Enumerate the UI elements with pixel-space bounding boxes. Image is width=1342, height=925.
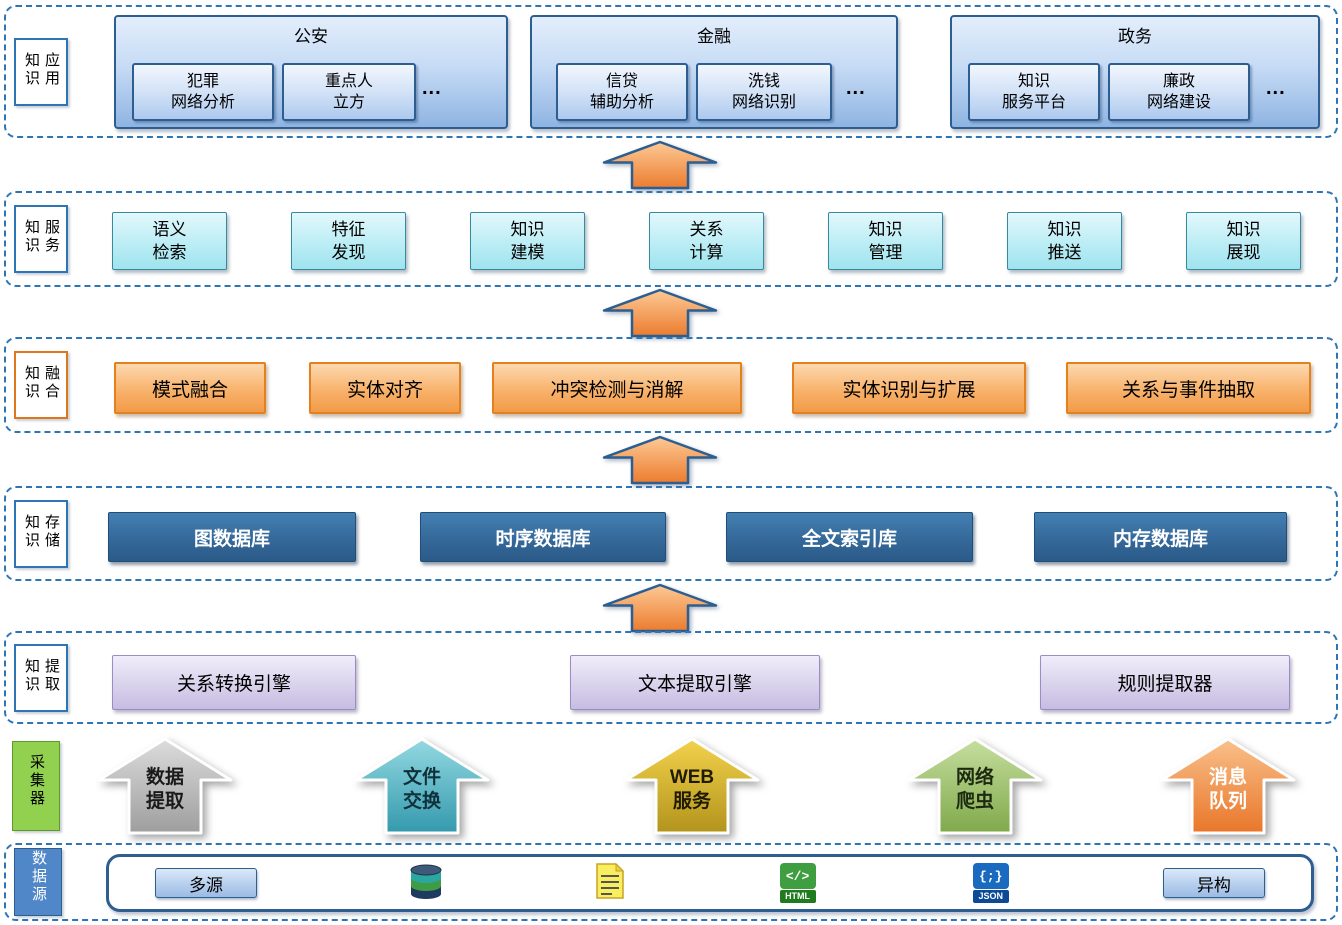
app-group-public-security: 公安 犯罪 网络分析 重点人 立方 ... [114, 15, 508, 129]
service-box: 特征 发现 [291, 212, 406, 270]
fusion-box: 实体对齐 [309, 362, 461, 414]
app-item: 犯罪 网络分析 [132, 63, 274, 121]
collector-arrow-label: WEB 服务 [669, 767, 715, 812]
fusion-box: 冲突检测与消解 [492, 362, 742, 414]
app-item: 洗钱 网络识别 [696, 63, 832, 121]
fusion-box: 模式融合 [114, 362, 266, 414]
ellipsis: ... [846, 77, 866, 99]
layer-extraction: 知识提取 关系转换引擎 文本提取引擎 规则提取器 [4, 631, 1338, 724]
layer-label-text: 知识应用 [23, 51, 60, 88]
layer-label-extraction: 知识提取 [14, 643, 68, 712]
service-box: 知识 推送 [1007, 212, 1122, 270]
layer-label-fusion: 知识融合 [14, 351, 68, 419]
ellipsis: ... [422, 77, 442, 99]
layer-label-storage: 知识存储 [14, 499, 68, 568]
up-arrow-icon [600, 435, 720, 485]
layer-service: 知识服务 语义 检索 特征 发现 知识 建模 关系 计算 知识 管理 知识 推送… [4, 191, 1338, 287]
group-title: 金融 [697, 27, 731, 46]
storage-box: 图数据库 [108, 512, 356, 562]
json-icon: {;} JSON [970, 863, 1012, 903]
html-icon-glyph: </> [779, 863, 816, 889]
service-box: 知识 管理 [828, 212, 943, 270]
app-item: 重点人 立方 [282, 63, 416, 121]
collector-arrow-label: 消息 队列 [1208, 767, 1247, 812]
up-arrow-icon [600, 288, 720, 338]
collector-arrow-label: 网络 爬虫 [955, 767, 994, 812]
storage-box: 时序数据库 [420, 512, 666, 562]
fusion-box: 实体识别与扩展 [792, 362, 1026, 414]
storage-box: 内存数据库 [1034, 512, 1287, 562]
app-item: 信贷 辅助分析 [556, 63, 688, 121]
datasource-heterogeneous-box: 异构 [1162, 868, 1265, 898]
layer-label-text: 数据源 [30, 850, 47, 904]
layer-application: 知识应用 公安 犯罪 网络分析 重点人 立方 ... 金融 信贷 辅助分析 洗钱… [4, 5, 1338, 138]
app-item: 廉政 网络建设 [1108, 63, 1250, 121]
layer-label-service: 知识服务 [14, 205, 68, 273]
layer-storage: 知识存储 图数据库 时序数据库 全文索引库 内存数据库 [4, 486, 1338, 581]
storage-box: 全文索引库 [726, 512, 973, 562]
layer-label-text: 知识提取 [23, 657, 60, 694]
collector-arrow-label: 文件 交换 [402, 767, 441, 812]
layer-label-application: 知识应用 [14, 37, 68, 106]
layer-label-collector: 采集器 [12, 741, 60, 831]
layer-label-text: 知识融合 [23, 365, 60, 401]
html-icon-caption: HTML [779, 890, 816, 903]
json-icon-caption: JSON [972, 890, 1009, 903]
collector-arrow-message-queue: 消息 队列 [1158, 736, 1298, 836]
datasource-container: 多源 [106, 854, 1314, 912]
layer-fusion: 知识融合 模式融合 实体对齐 冲突检测与消解 实体识别与扩展 关系与事件抽取 [4, 337, 1338, 433]
service-box: 知识 建模 [470, 212, 585, 270]
layer-label-text: 知识存储 [23, 513, 60, 550]
up-arrow-icon [600, 140, 720, 190]
service-box: 关系 计算 [649, 212, 764, 270]
extraction-box: 文本提取引擎 [570, 655, 820, 710]
service-box: 语义 检索 [112, 212, 227, 270]
layer-label-text: 知识服务 [23, 219, 60, 255]
extraction-box: 关系转换引擎 [112, 655, 356, 710]
collector-arrow-web-crawler: 网络 爬虫 [905, 736, 1045, 836]
collector-arrow-file-exchange: 文件 交换 [352, 736, 492, 836]
service-box: 知识 展现 [1186, 212, 1301, 270]
collector-arrow-label: 数据 提取 [145, 767, 184, 812]
layer-label-datasource: 数据源 [14, 848, 62, 916]
layer-datasource: 数据源 多源 [4, 843, 1338, 921]
fusion-box: 关系与事件抽取 [1066, 362, 1311, 414]
datasource-multi-source-box: 多源 [155, 868, 257, 898]
document-icon [595, 862, 625, 905]
app-item: 知识 服务平台 [968, 63, 1100, 121]
group-title: 公安 [294, 27, 328, 46]
app-group-government: 政务 知识 服务平台 廉政 网络建设 ... [950, 15, 1320, 129]
extraction-box: 规则提取器 [1040, 655, 1290, 710]
json-icon-glyph: {;} [972, 863, 1009, 889]
app-group-finance: 金融 信贷 辅助分析 洗钱 网络识别 ... [530, 15, 898, 129]
database-icon [408, 861, 444, 906]
ellipsis: ... [1266, 77, 1286, 99]
html-icon: </> HTML [777, 863, 819, 903]
layer-collector: 采集器 数据 提取 文件 交换 WEB 服务 网络 爬虫 消息 队列 [4, 733, 1338, 839]
layer-label-text: 采集器 [28, 754, 45, 808]
collector-arrow-web-service: WEB 服务 [622, 736, 762, 836]
collector-arrow-data-extract: 数据 提取 [95, 736, 235, 836]
up-arrow-icon [600, 583, 720, 633]
group-title: 政务 [1118, 27, 1152, 46]
